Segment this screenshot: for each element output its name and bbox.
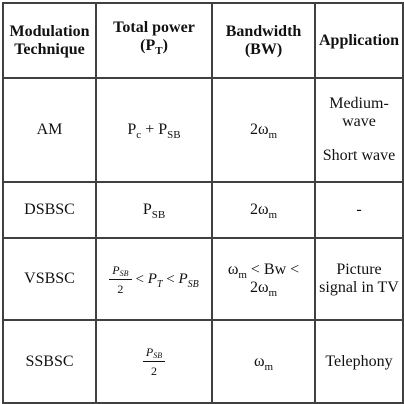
- header-row: Modulation Technique Total power (PT) Ba…: [2, 2, 404, 79]
- header-total-power: Total power (PT): [95, 2, 213, 79]
- cell-total-power: PSB: [95, 181, 213, 239]
- header-bandwidth: Bandwidth (BW): [211, 2, 316, 79]
- header-bandwidth-line1: Bandwidth: [225, 22, 302, 40]
- cell-technique: SSBSC: [2, 319, 97, 404]
- power-fraction: PSB 2: [142, 345, 166, 378]
- cell-bandwidth: ωm < Bw < 2ωm: [211, 237, 316, 321]
- header-power-symbol: P: [145, 36, 156, 54]
- cell-application: Telephony: [314, 319, 404, 404]
- header-power-subscript: T: [155, 44, 163, 57]
- power-fraction: PSB 2: [109, 263, 132, 296]
- cell-technique: DSBSC: [2, 181, 97, 239]
- cell-technique: VSBSC: [2, 237, 97, 321]
- header-bandwidth-line2: (BW): [244, 40, 283, 58]
- cell-total-power: PSB 2 < PT < PSB: [95, 237, 213, 321]
- header-application: Application: [314, 2, 404, 79]
- cell-application: Picture signal in TV: [314, 237, 404, 321]
- header-technique-line2: Technique: [14, 40, 85, 58]
- cell-bandwidth: 2ωm: [211, 77, 316, 183]
- table-row: DSBSC PSB 2ωm -: [2, 181, 404, 239]
- cell-total-power: PSB 2: [95, 319, 213, 404]
- cell-application: -: [314, 181, 404, 239]
- header-technique-line1: Modulation: [9, 22, 90, 40]
- cell-total-power: Pc + PSB: [95, 77, 213, 183]
- cell-technique: AM: [2, 77, 97, 183]
- cell-application: Medium- wave Short wave: [314, 77, 404, 183]
- power-inequality: < PT < PSB: [135, 271, 199, 290]
- table-row: SSBSC PSB 2 ωm Telephony: [2, 319, 404, 404]
- table-row: AM Pc + PSB 2ωm Medium- wave Short wave: [2, 77, 404, 183]
- cell-bandwidth: ωm: [211, 319, 316, 404]
- header-technique: Modulation Technique: [2, 2, 97, 79]
- header-power-label: Total power: [113, 18, 195, 36]
- cell-bandwidth: 2ωm: [211, 181, 316, 239]
- table-row: VSBSC PSB 2 < PT < PSB ωm < Bw < 2ωm Pic…: [2, 237, 404, 321]
